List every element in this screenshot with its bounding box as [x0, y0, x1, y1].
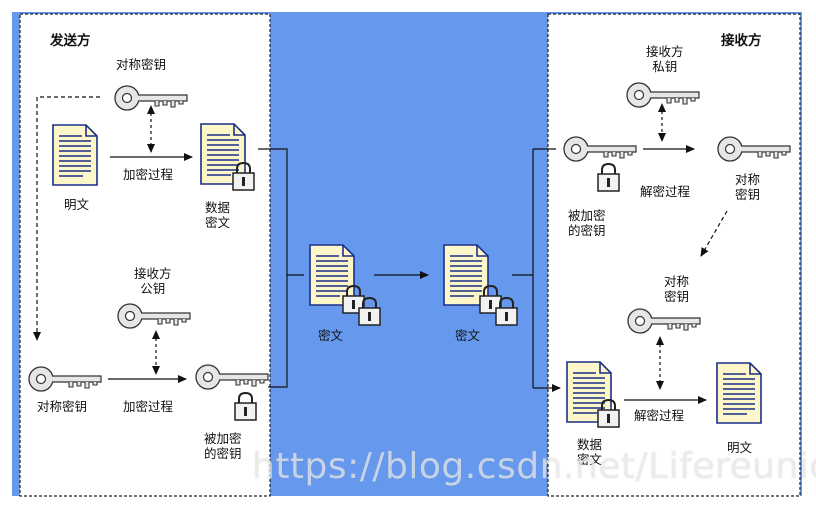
enc-key-label: 被加密 的密钥 [204, 431, 242, 461]
recv-priv-key-label: 接收方 私钥 [646, 44, 684, 74]
cipher-left-label: 密文 [318, 328, 344, 343]
watermark-text: https://blog.csdn.net/Lifereunion [252, 446, 816, 487]
encrypt-top-label: 加密过程 [123, 167, 174, 182]
sender-title: 发送方 [50, 33, 91, 49]
recv-plaintext-label: 明文 [727, 440, 753, 455]
sym-key-right-label: 对称 密钥 [735, 172, 761, 202]
sym-key-copy-arrow [33, 96, 100, 341]
plaintext-label: 明文 [64, 197, 90, 212]
recv-data-cipher-label: 数据 密文 [577, 437, 603, 467]
recv-pub-key-label: 接收方 公钥 [134, 266, 172, 296]
symkey-down-arrow [700, 210, 728, 257]
receiver-title: 接收方 [721, 33, 762, 49]
data-cipher-label: 数据 密文 [205, 200, 231, 230]
receiver-bracket [512, 148, 556, 388]
sym-key-bottom-label: 对称密钥 [37, 399, 88, 414]
decrypt-top-label: 解密过程 [640, 184, 691, 199]
decrypt-bottom-label: 解密过程 [634, 408, 685, 423]
plaintext-recv-doc-icon [716, 362, 762, 424]
cipher-right-label: 密文 [455, 328, 481, 343]
receiver-panel [547, 13, 801, 497]
plaintext-doc-icon [52, 124, 98, 186]
encrypt-bottom-label: 加密过程 [123, 399, 174, 414]
sender-panel [19, 13, 271, 497]
sym-key-mid-label: 对称 密钥 [664, 274, 690, 304]
sender-bracket [258, 148, 304, 388]
recv-enc-key-label: 被加密 的密钥 [568, 208, 606, 238]
sym-key-top-label: 对称密钥 [116, 57, 167, 72]
